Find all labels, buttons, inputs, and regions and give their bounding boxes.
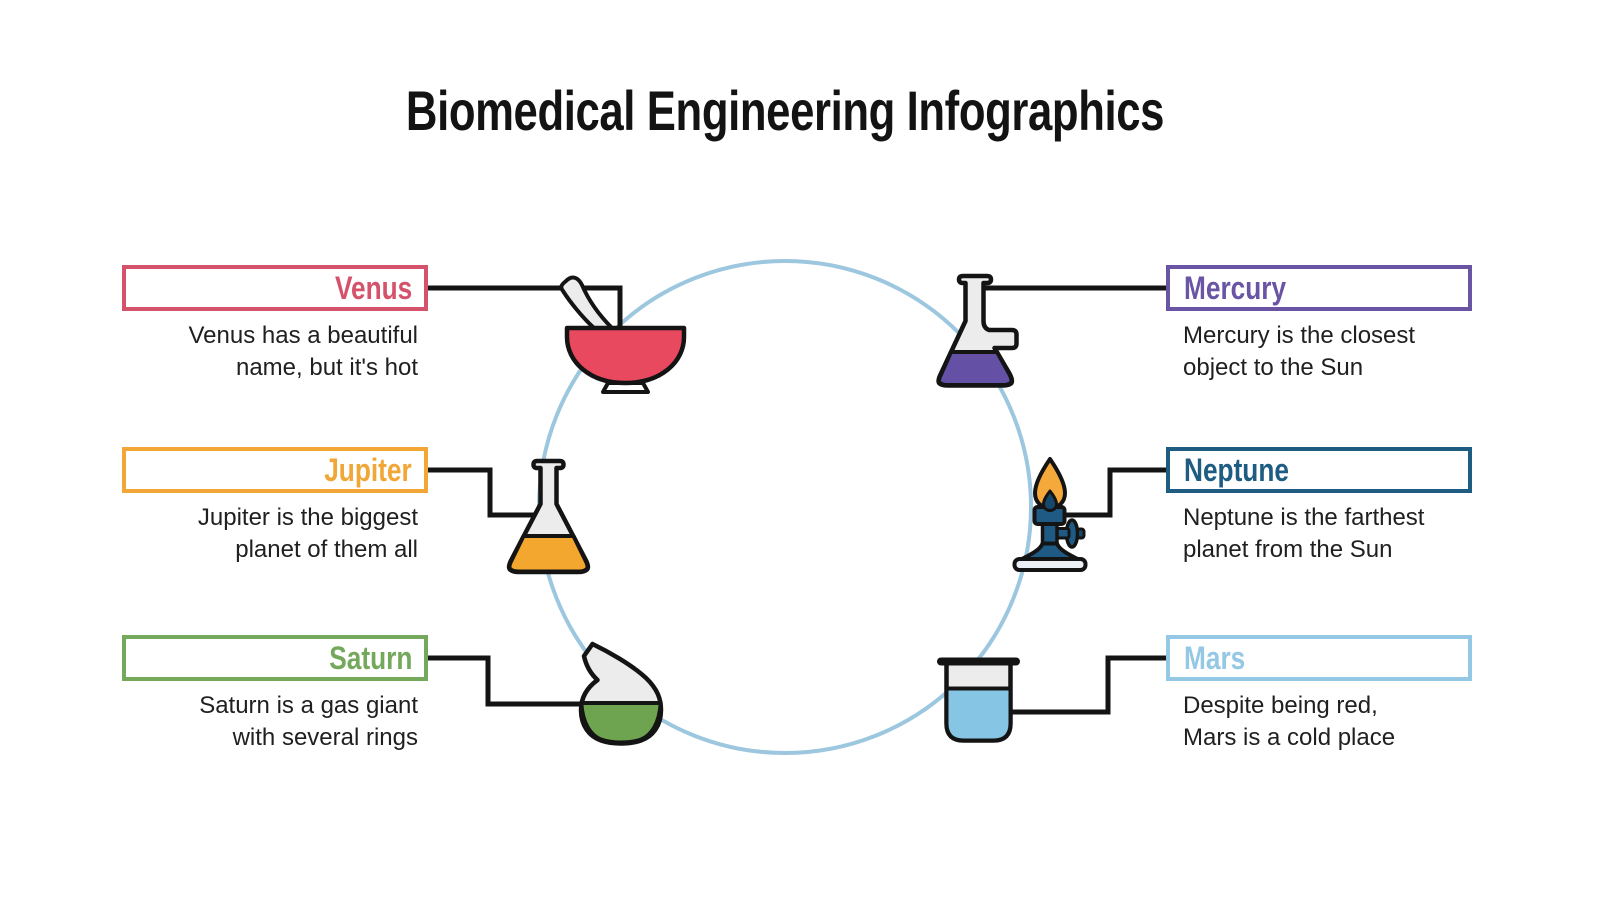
panel-mars: Mars Despite being red, Mars is a cold p… — [1166, 635, 1472, 753]
pestle — [559, 275, 614, 330]
purple-liquid — [937, 350, 1014, 387]
mortar-and-pestle-icon — [559, 275, 687, 394]
title-bar: Biomedical Engineering Infographics — [0, 78, 1570, 143]
panel-neptune: Neptune Neptune is the farthest planet f… — [1166, 447, 1472, 565]
mars-title: Mars — [1184, 640, 1246, 676]
retort-flask-icon — [578, 641, 664, 746]
venus-description: Venus has a beautiful name, but it's hot — [188, 322, 418, 381]
venus-title: Venus — [334, 270, 412, 306]
burner-nozzle — [1042, 489, 1058, 512]
mercury-title: Mercury — [1184, 270, 1287, 306]
venus-label-box: Venus — [122, 265, 428, 311]
jupiter-description: Jupiter is the biggest planet of them al… — [197, 504, 418, 563]
burner-base-plate — [1012, 557, 1088, 572]
connector-lines — [428, 285, 1166, 715]
mars-description: Despite being red, Mars is a cold place — [1183, 692, 1396, 751]
beaker-icon — [937, 657, 1020, 743]
mercury-description: Mercury is the closest object to the Sun — [1183, 322, 1416, 381]
jupiter-title: Jupiter — [324, 452, 412, 488]
neptune-description: Neptune is the farthest planet from the … — [1183, 504, 1425, 563]
page-title: Biomedical Engineering Infographics — [405, 79, 1165, 142]
erlenmeyer-flask-icon — [506, 458, 591, 575]
saturn-label-box: Saturn — [122, 635, 428, 681]
side-arm-flask-icon — [936, 273, 1019, 388]
mars-connector-line — [1005, 655, 1166, 715]
mars-label-box: Mars — [1166, 635, 1472, 681]
neptune-title: Neptune — [1184, 452, 1289, 488]
mercury-label-box: Mercury — [1166, 265, 1472, 311]
neptune-label-box: Neptune — [1166, 447, 1472, 493]
mortar-bowl — [564, 325, 687, 386]
saturn-title: Saturn — [328, 640, 412, 676]
green-liquid — [579, 701, 663, 745]
panel-saturn: Saturn Saturn is a gas giant with severa… — [122, 635, 428, 753]
valve-knob — [1076, 527, 1086, 540]
blue-liquid — [944, 686, 1013, 743]
panel-mercury: Mercury Mercury is the closest object to… — [1166, 265, 1472, 383]
jupiter-label-box: Jupiter — [122, 447, 428, 493]
bunsen-burner-icon — [1012, 457, 1088, 572]
jupiter-connector-line — [428, 467, 545, 518]
saturn-description: Saturn is a gas giant with several rings — [199, 692, 418, 751]
venus-connector-line — [428, 285, 623, 330]
saturn-connector-line — [428, 655, 592, 707]
panel-venus: Venus Venus has a beautiful name, but it… — [122, 265, 428, 383]
orange-liquid — [507, 534, 590, 574]
panel-jupiter: Jupiter Jupiter is the biggest planet of… — [122, 447, 428, 565]
neptune-connector-line — [1058, 467, 1166, 518]
